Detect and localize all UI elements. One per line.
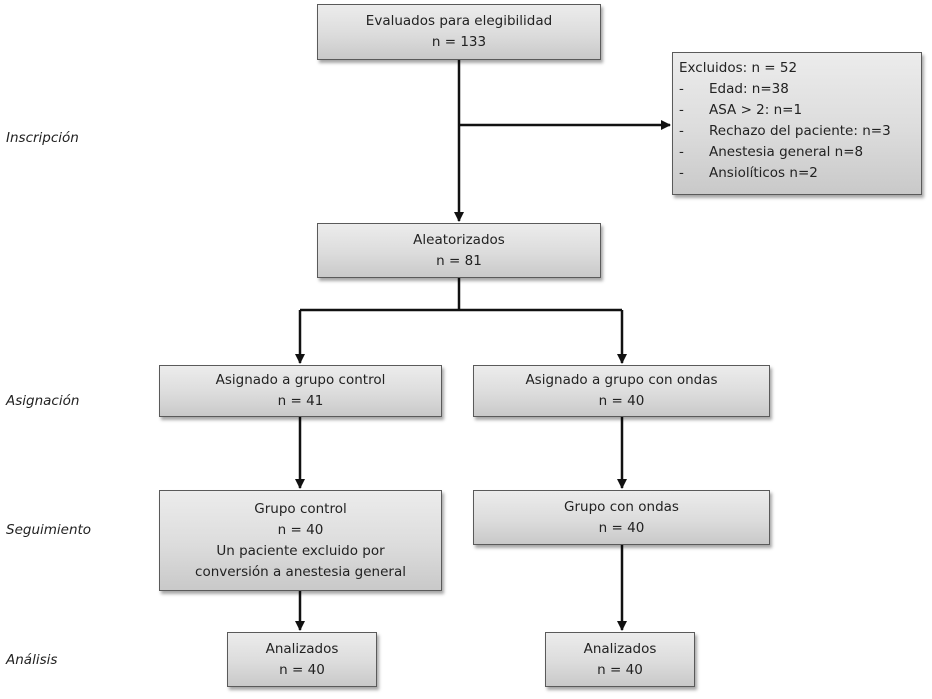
- alloc-control-count: n = 41: [277, 393, 324, 409]
- excluded-item: - Edad: n=38: [679, 79, 921, 100]
- analyzed-waves-box: Analizados n = 40: [545, 632, 695, 687]
- bullet-dash: -: [679, 123, 684, 139]
- followup-control-label: Grupo control: [254, 500, 347, 517]
- analyzed-control-count: n = 40: [279, 661, 325, 678]
- bullet-dash: -: [679, 144, 684, 160]
- bullet-dash: -: [679, 102, 684, 118]
- analyzed-waves-label: Analizados: [583, 640, 657, 657]
- randomized-count: n = 81: [436, 252, 482, 269]
- excluded-item: - Ansiolíticos n=2: [679, 163, 921, 184]
- followup-waves-box: Grupo con ondas n = 40: [473, 490, 770, 545]
- followup-control-count: n = 40: [277, 521, 324, 538]
- alloc-waves-label: Asignado a grupo con ondas: [525, 372, 718, 388]
- alloc-waves-box: Asignado a grupo con ondas n = 40: [473, 365, 770, 417]
- randomized-label: Aleatorizados: [413, 231, 505, 248]
- randomized-box: Aleatorizados n = 81: [317, 223, 601, 278]
- assessed-label: Evaluados para elegibilidad: [365, 13, 553, 29]
- followup-control-note-1: Un paciente excluido por: [216, 542, 385, 559]
- stage-label-enrollment: Inscripción: [6, 130, 79, 146]
- followup-control-note-2: conversión a anestesia general: [195, 563, 406, 580]
- alloc-waves-count: n = 40: [598, 393, 645, 409]
- stage-label-follow-up: Seguimiento: [6, 522, 92, 538]
- excluded-item: - Anestesia general n=8: [679, 142, 921, 163]
- excluded-item-text: ASA > 2: n=1: [709, 102, 803, 118]
- bullet-dash: -: [679, 165, 684, 181]
- excluded-item-text: Anestesia general n=8: [709, 144, 864, 160]
- excluded-item-text: Edad: n=38: [709, 81, 789, 97]
- stage-label-allocation: Asignación: [6, 393, 80, 409]
- excluded-box: Excluidos: n = 52 - Edad: n=38 - ASA > 2…: [672, 52, 922, 195]
- followup-waves-count: n = 40: [598, 519, 645, 536]
- followup-control-box: Grupo control n = 40 Un paciente excluid…: [159, 490, 442, 591]
- followup-waves-label: Grupo con ondas: [564, 498, 679, 515]
- excluded-item-text: Ansiolíticos n=2: [709, 165, 818, 181]
- alloc-control-box: Asignado a grupo control n = 41: [159, 365, 442, 417]
- assessed-count: n = 133: [431, 34, 487, 50]
- excluded-item: - Rechazo del paciente: n=3: [679, 121, 921, 142]
- analyzed-waves-count: n = 40: [597, 661, 643, 678]
- assessed-box: Evaluados para elegibilidad n = 133: [317, 4, 601, 60]
- excluded-item: - ASA > 2: n=1: [679, 100, 921, 121]
- bullet-dash: -: [679, 81, 684, 97]
- analyzed-control-box: Analizados n = 40: [227, 632, 377, 687]
- stage-label-analysis: Análisis: [6, 652, 58, 668]
- analyzed-control-label: Analizados: [265, 640, 339, 657]
- excluded-title: Excluidos: n = 52: [679, 60, 798, 76]
- alloc-control-label: Asignado a grupo control: [215, 372, 386, 388]
- excluded-item-text: Rechazo del paciente: n=3: [709, 123, 891, 139]
